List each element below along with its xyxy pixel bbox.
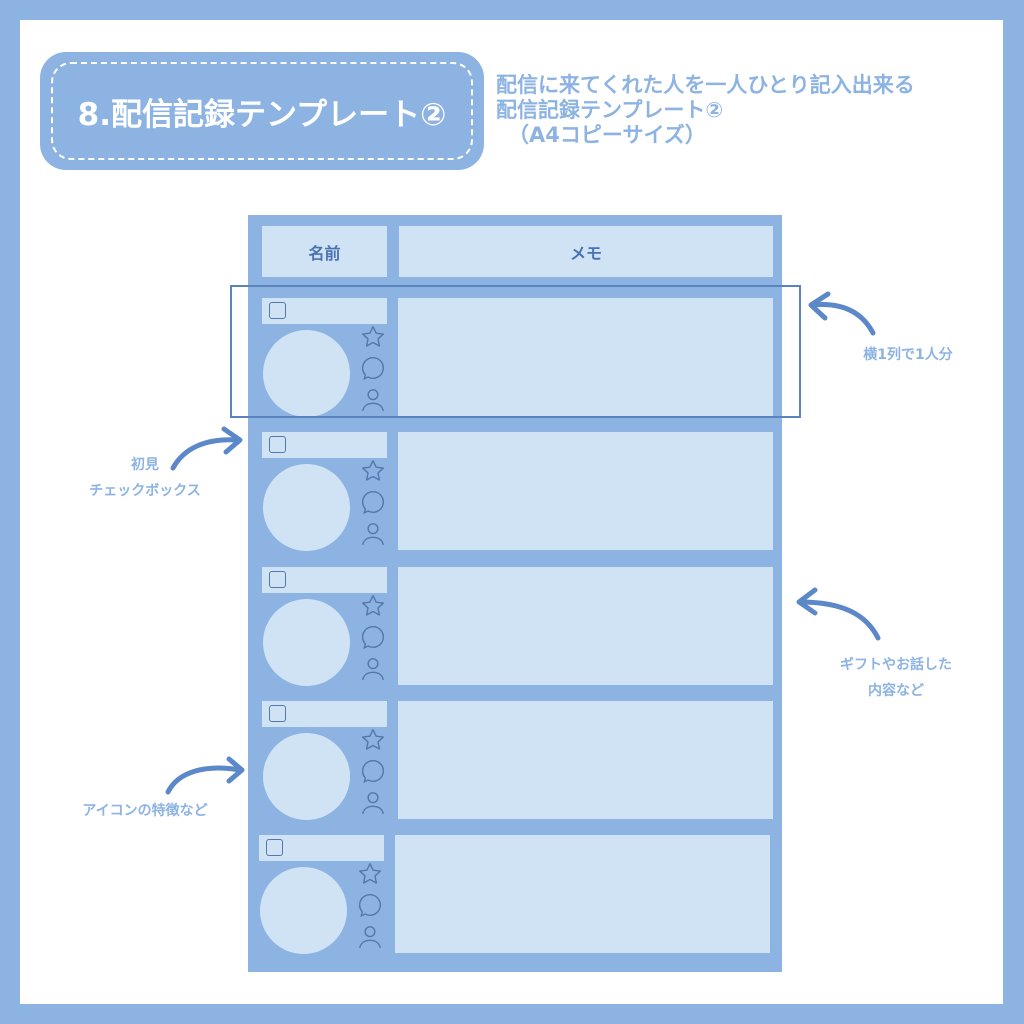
name-field[interactable] (262, 298, 387, 324)
speech-bubble-icon (361, 491, 384, 515)
memo-field[interactable] (395, 835, 770, 953)
note-first-visit-line-1: 初見 (131, 457, 159, 473)
first-visit-checkbox[interactable] (269, 571, 286, 588)
memo-field[interactable] (398, 701, 773, 819)
page-title: 8.配信記録テンプレート② (77, 96, 447, 133)
name-field[interactable] (262, 432, 387, 458)
person-icon (362, 792, 384, 815)
person-icon (362, 523, 384, 546)
name-field[interactable] (262, 701, 387, 727)
memo-field[interactable] (398, 567, 773, 685)
speech-bubble-icon (361, 760, 384, 784)
star-icon (362, 729, 384, 750)
star-icon (362, 595, 384, 616)
person-icon (359, 926, 381, 949)
row-highlight-box (230, 285, 801, 418)
avatar-circle (263, 733, 350, 820)
description-line-1: 配信に来てくれた人を一人ひとり記入出来る (496, 73, 915, 97)
description-line-2: 配信記録テンプレート② (496, 98, 724, 122)
table-row (248, 290, 782, 420)
first-visit-checkbox[interactable] (269, 436, 286, 453)
first-visit-checkbox[interactable] (269, 705, 286, 722)
note-icon-features: アイコンの特徴など (82, 803, 208, 819)
table-row (248, 827, 782, 957)
star-icon (359, 863, 381, 884)
person-icon (362, 389, 384, 412)
description: 配信に来てくれた人を一人ひとり記入出来る 配信記録テンプレート② （A4コピーサ… (496, 73, 915, 148)
dashed-border (51, 62, 473, 160)
note-one-row-per-person: 横1列で1人分 (863, 347, 953, 363)
note-first-visit: 初見 チェックボックス (70, 452, 220, 504)
star-icon (362, 326, 384, 347)
note-gift-line-1: ギフトやお話した (840, 657, 952, 673)
avatar-circle (263, 599, 350, 686)
avatar-circle (260, 867, 347, 954)
header-name: 名前 (262, 226, 387, 277)
table-row (248, 559, 782, 689)
memo-field[interactable] (398, 298, 773, 416)
first-visit-checkbox[interactable] (266, 839, 283, 856)
avatar-circle (263, 464, 350, 551)
star-icon (362, 460, 384, 481)
title-badge: 8.配信記録テンプレート② (40, 52, 484, 170)
avatar-circle (263, 330, 350, 417)
first-visit-checkbox[interactable] (269, 302, 286, 319)
note-gift-line-2: 内容など (868, 683, 924, 699)
person-icon (362, 658, 384, 681)
speech-bubble-icon (361, 626, 384, 650)
description-line-3: （A4コピーサイズ） (508, 123, 706, 147)
header-memo: メモ (399, 226, 773, 277)
record-table: 名前 メモ (248, 215, 782, 972)
note-gift: ギフトやお話した 内容など (806, 652, 986, 704)
memo-field[interactable] (398, 432, 773, 550)
speech-bubble-icon (358, 894, 381, 918)
speech-bubble-icon (361, 357, 384, 381)
note-first-visit-line-2: チェックボックス (89, 483, 201, 499)
table-row (248, 424, 782, 554)
table-row (248, 693, 782, 823)
name-field[interactable] (262, 567, 387, 593)
name-field[interactable] (259, 835, 384, 861)
